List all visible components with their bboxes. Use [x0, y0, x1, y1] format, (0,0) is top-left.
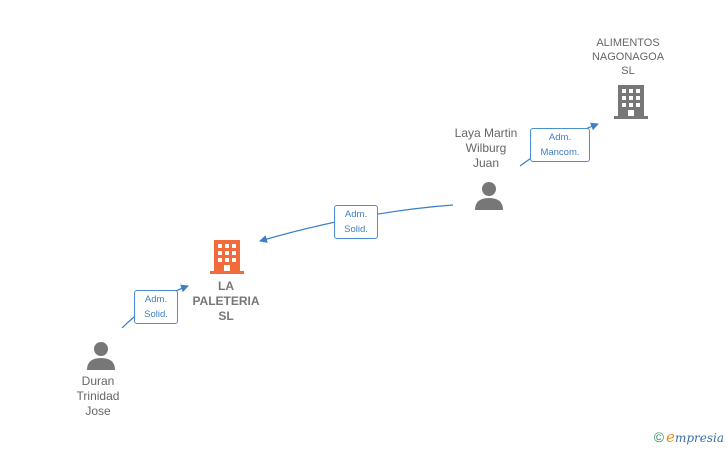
- person-duran-line-3: Jose: [85, 404, 111, 418]
- person-icon: [87, 342, 115, 370]
- edge-label-line-1: Adm.: [144, 294, 168, 305]
- person-duran-line-1: Duran: [81, 374, 115, 388]
- person-laya-label: Laya Martin Wilburg Juan: [436, 126, 536, 171]
- company-paleteria-line-1: LA: [218, 279, 234, 293]
- company-alimentos-label: ALIMENTOS NAGONAGOA SL: [578, 36, 678, 78]
- company-alimentos-line-2: NAGONAGOA: [591, 51, 665, 63]
- edge-label-line-1: Adm.: [548, 132, 572, 143]
- edge-label-line-2: Mancom.: [540, 147, 580, 158]
- company-paleteria-line-2: PALETERIA: [192, 294, 260, 308]
- company-paleteria-line-3: SL: [218, 309, 234, 323]
- building-icon: [614, 85, 648, 119]
- edge-label-duran-paleteria: Adm. Solid.: [134, 290, 178, 324]
- edge-label-line-2: Solid.: [144, 309, 168, 320]
- company-alimentos-line-3: SL: [621, 65, 635, 77]
- company-alimentos-line-1: ALIMENTOS: [596, 37, 660, 49]
- person-icon: [475, 182, 503, 210]
- edge-label-laya-alimentos: Adm. Mancom.: [530, 128, 590, 162]
- edge-label-laya-paleteria: Adm. Solid.: [334, 205, 378, 239]
- empresia-watermark: ©empresia: [654, 428, 724, 446]
- building-icon: [210, 240, 244, 274]
- person-duran-line-2: Trinidad: [76, 389, 120, 403]
- edge-label-line-1: Adm.: [344, 209, 368, 220]
- person-laya-line-2: Wilburg: [465, 141, 507, 155]
- person-duran-label: Duran Trinidad Jose: [48, 374, 148, 419]
- edge-label-line-2: Solid.: [344, 224, 368, 235]
- brand-logo-letter: e: [666, 428, 675, 446]
- company-paleteria-label: LA PALETERIA SL: [176, 279, 276, 324]
- person-laya-line-1: Laya Martin: [454, 126, 518, 140]
- person-laya-line-3: Juan: [472, 156, 500, 170]
- copyright-symbol: ©: [653, 429, 665, 445]
- brand-logo-text: mpresia: [674, 431, 724, 445]
